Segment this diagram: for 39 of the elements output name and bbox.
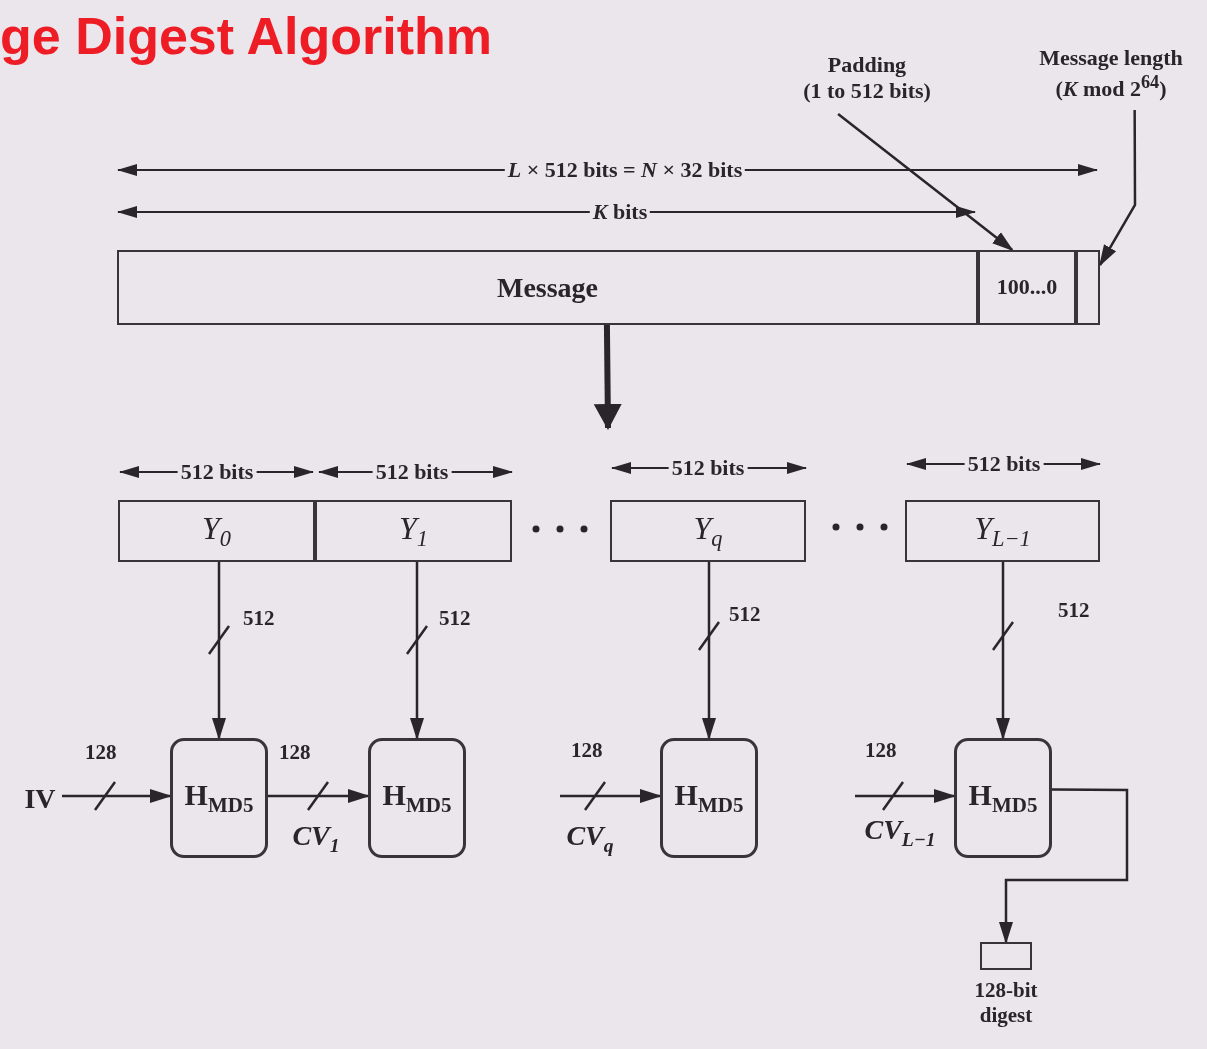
block-label: H$_{MD5}$ [382,777,452,819]
block-label: 100...0 [996,274,1058,301]
arrow [855,789,956,803]
arrow [212,562,226,740]
compression-function-box [170,738,268,858]
block-label: H$_{MD5}$ [184,777,254,819]
compression-function-box [368,738,466,858]
block-label: Y$_{q}$ [693,508,723,554]
digest-caption: 128-bit digest [973,978,1039,1029]
block-label: Y$_{1}$ [399,508,428,554]
block-label: H$_{MD5}$ [968,777,1038,819]
iv-label: IV [18,780,62,818]
block-label: H$_{MD5}$ [674,777,744,819]
message-block-segment [315,500,512,562]
arrow [702,562,716,740]
message-block [117,250,978,325]
message-block-segment [905,500,1100,562]
arrow [837,113,1014,252]
arrow [560,789,662,803]
message-block-segment [118,500,315,562]
arrow [996,562,1010,740]
padding-caption: Padding (1 to 512 bits) [782,42,952,114]
arrow [999,788,1129,944]
compression-function-box [954,738,1052,858]
arrow [1098,110,1137,267]
padding-block [978,250,1076,325]
message-block-segment [610,500,806,562]
block-label: Y$_{L−1}$ [974,508,1031,554]
block-label: Message [496,270,599,305]
digest-box [980,942,1032,970]
length-caption: Message length (K mod 2$^{64}$) [1020,38,1202,110]
length-field-block [1076,250,1100,325]
arrow [410,562,424,740]
arrow [62,789,172,803]
flow-arrow [593,324,622,430]
title: ge Digest Algorithm [0,6,493,66]
block-label: Y$_{0}$ [202,508,231,554]
arrow [268,789,370,803]
compression-function-box [660,738,758,858]
